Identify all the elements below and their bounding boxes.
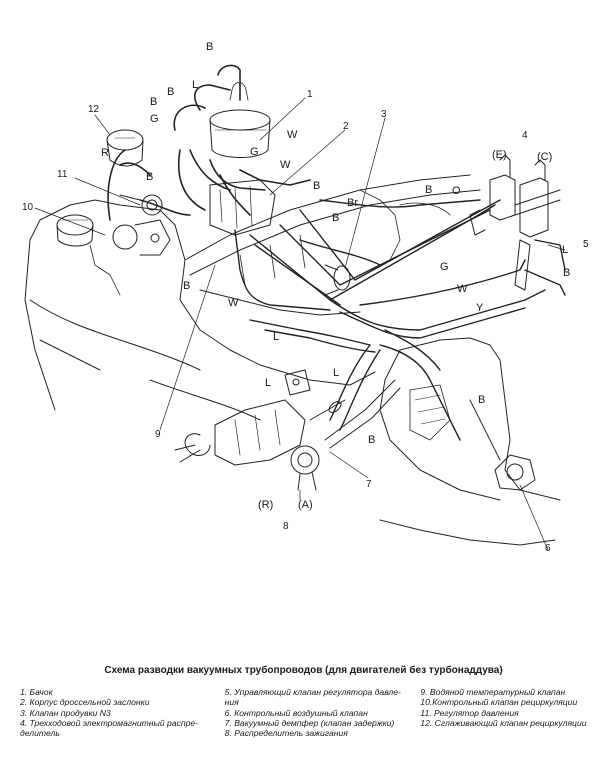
hose-bundle-top	[107, 64, 311, 221]
legend-column-2: 5. Управляющий клапан регулятора давле- …	[225, 687, 421, 739]
callout-11: 11	[57, 169, 68, 180]
distributor	[174, 399, 320, 491]
hose-label-y: Y	[476, 302, 484, 314]
callout-12: 12	[88, 104, 100, 115]
hose-label-b: B	[313, 180, 321, 192]
valve-cover	[184, 174, 481, 316]
hose-bundle-right	[299, 239, 566, 296]
legend-item: ния	[224, 697, 239, 708]
legend-item: 3. Клапан продувки N3	[20, 707, 111, 718]
hose-label-b: B	[146, 171, 154, 183]
port-label-c: (C)	[537, 151, 553, 163]
callout-3: 3	[381, 109, 387, 120]
legend-item: 7. Вакуумный демпфер (клапан задержки)	[224, 717, 395, 728]
hose-label-l: L	[333, 367, 340, 379]
port-label-r: (R)	[258, 499, 274, 511]
port-label-e: (E)	[492, 149, 507, 161]
hose-label-g: G	[440, 261, 449, 273]
hose-label-o: O	[452, 185, 461, 197]
figure-caption: Схема разводки вакуумных трубопроводов (…	[104, 665, 503, 676]
hose-label-l: L	[265, 377, 272, 389]
vacuum-damper	[309, 379, 401, 449]
legend-item: 1. Бачок	[20, 687, 53, 697]
legend-item: 12. Сглаживающий клапан рециркуляции	[420, 717, 587, 728]
legend-item: 9. Водяной температурный клапан	[420, 687, 566, 697]
legend-item: 8. Распределитель зажигания	[224, 728, 348, 739]
legend: 1. Бачок 2. Корпус дроссельной заслонки …	[20, 687, 600, 739]
hose-label-b: B	[332, 212, 340, 224]
hose-label-b: B	[206, 41, 214, 53]
egr-control-valve	[112, 219, 171, 256]
callout-5: 5	[583, 239, 589, 250]
callout-4: 4	[522, 130, 528, 141]
legend-item: 11. Регулятор давления	[420, 707, 519, 718]
hose-label-w: W	[228, 297, 239, 309]
hose-label-l: L	[273, 331, 280, 343]
callout-2: 2	[343, 121, 349, 132]
legend-item: 4. Трехходовой электромагнитный распре-	[20, 717, 198, 728]
throttle-body	[209, 179, 276, 236]
legend-item: делитель	[20, 728, 60, 739]
hose-label-b: B	[425, 184, 433, 196]
reservoir	[209, 82, 271, 158]
callout-9: 9	[155, 429, 161, 440]
callout-6: 6	[545, 543, 551, 554]
legend-item: 5. Управляющий клапан регулятора давле-	[224, 687, 401, 697]
hose-bundle-main	[234, 199, 546, 441]
hose-label-w: W	[287, 129, 298, 141]
air-cleaner-housing	[379, 337, 561, 546]
legend-column-3: 9. Водяной температурный клапан 10.Контр…	[420, 687, 600, 739]
callout-leaders	[34, 97, 566, 551]
mounting-bracket	[284, 369, 311, 396]
hose-label-g: G	[250, 146, 259, 158]
hose-label-g: G	[150, 113, 159, 125]
hose-label-w: W	[457, 283, 468, 295]
hose-label-b: B	[368, 434, 376, 446]
hose-label-b: B	[183, 280, 191, 292]
legend-item: 2. Корпус дроссельной заслонки	[20, 697, 150, 708]
legend-column-1: 1. Бачок 2. Корпус дроссельной заслонки …	[20, 687, 225, 739]
solenoid-valve-block	[469, 154, 561, 291]
purge-valve	[324, 264, 351, 296]
callout-1: 1	[307, 89, 313, 100]
hose-label-b: B	[167, 86, 175, 98]
callout-8: 8	[283, 521, 289, 532]
port-label-a: (A)	[298, 499, 313, 511]
egr-smoothing-valve	[106, 129, 144, 167]
hose-label-b: B	[150, 96, 158, 108]
hose-label-l: L	[192, 79, 199, 91]
hose-label-l: L	[562, 244, 569, 256]
legend-item: 10.Контрольный клапан рециркуляции	[420, 697, 578, 708]
oil-filler-cap	[56, 214, 94, 247]
hose-label-w: W	[280, 159, 291, 171]
callout-7: 7	[366, 479, 372, 490]
vacuum-hose-diagram	[24, 64, 566, 551]
hose-label-r: R	[101, 147, 109, 159]
callout-10: 10	[22, 202, 34, 213]
hose-label-br: Br	[347, 197, 358, 209]
legend-item: 6. Контрольный воздушный клапан	[224, 707, 368, 718]
hose-label-b: B	[563, 267, 571, 279]
hose-label-b: B	[478, 394, 486, 406]
air-control-valve	[469, 399, 536, 491]
pressure-regulator	[119, 194, 163, 216]
